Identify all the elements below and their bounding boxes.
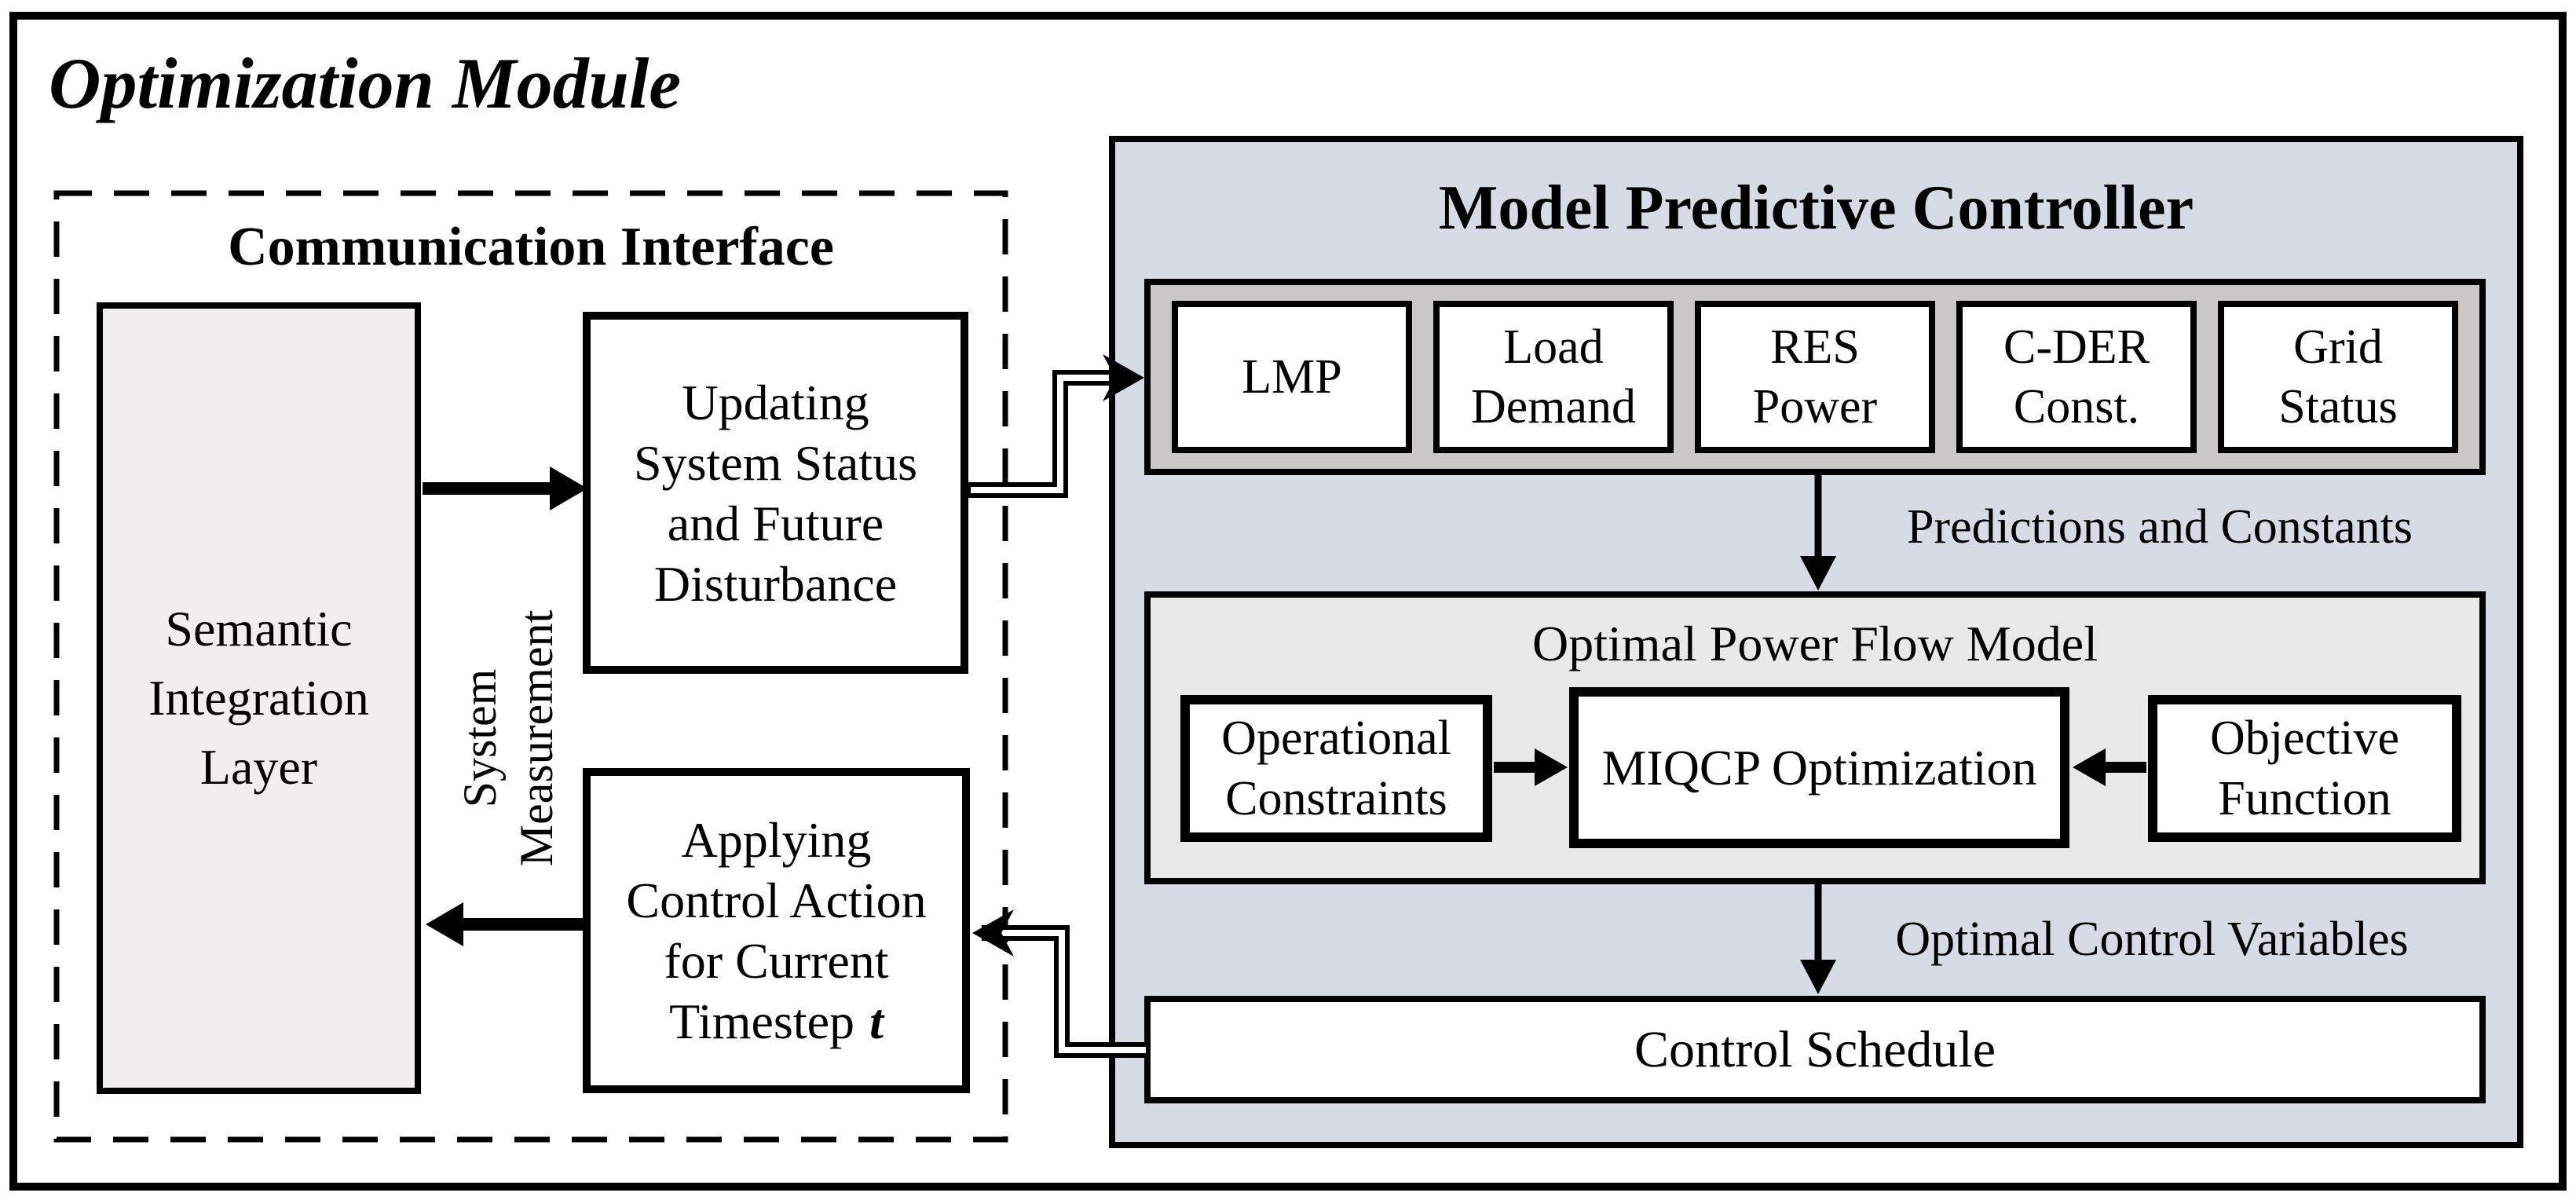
- objective-function-box: Objective Function: [2148, 695, 2461, 842]
- box-line: Timestep t: [669, 991, 884, 1052]
- miqcp-optimization-box: MIQCP Optimization: [1569, 687, 2069, 848]
- updating-system-status-box: Updating System Status and Future Distur…: [583, 312, 968, 674]
- box-line: Grid: [2293, 320, 2383, 374]
- input-box-load-demand: Load Demand: [1433, 301, 1674, 453]
- timestep-text: Timestep: [669, 993, 854, 1049]
- box-line: Load: [1503, 320, 1604, 374]
- optimal-control-variables-label: Optimal Control Variables: [1895, 913, 2409, 966]
- page-title: Optimization Module: [49, 43, 682, 123]
- box-line: C-DER: [2003, 320, 2150, 374]
- box-line: MIQCP Optimization: [1601, 740, 2037, 796]
- label-line: Measurement: [510, 609, 562, 867]
- control-schedule-box: Control Schedule: [1144, 996, 2486, 1103]
- input-box-res-power: RES Power: [1695, 301, 1935, 453]
- box-line: Operational: [1221, 711, 1451, 765]
- box-line: for Current: [664, 933, 889, 989]
- box-line: Layer: [199, 739, 318, 795]
- box-line: Semantic: [165, 601, 353, 657]
- timestep-variable: t: [869, 993, 884, 1049]
- box-line: RES: [1770, 320, 1860, 374]
- box-line: Control Action: [626, 873, 927, 928]
- box-line: Const.: [2013, 380, 2140, 434]
- box-line: Status: [2278, 380, 2398, 434]
- semantic-integration-layer-box: Semantic Integration Layer: [97, 302, 421, 1094]
- mpc-inputs-strip: LMP Load Demand RES Power C-DER Const. G…: [1144, 279, 2486, 475]
- box-line: Control Schedule: [1634, 1020, 1996, 1078]
- box-line: Updating: [682, 374, 869, 430]
- label-line: System: [454, 668, 506, 808]
- box-line: Demand: [1470, 380, 1637, 434]
- box-line: Function: [2218, 771, 2391, 825]
- box-line: Power: [1752, 380, 1878, 434]
- box-line: Constraints: [1225, 771, 1447, 825]
- communication-interface-heading: Communication Interface: [228, 217, 834, 277]
- box-line: Disturbance: [653, 555, 898, 612]
- operational-constraints-box: Operational Constraints: [1180, 695, 1492, 842]
- input-box-grid-status: Grid Status: [2218, 301, 2458, 453]
- system-measurement-label: System Measurement: [449, 518, 567, 958]
- applying-control-action-box: Applying Control Action for Current Time…: [583, 768, 970, 1093]
- box-line: Integration: [148, 670, 369, 726]
- box-line: Applying: [681, 812, 872, 868]
- input-box-lmp: LMP: [1172, 301, 1412, 453]
- box-line: and Future: [667, 495, 884, 551]
- predictions-and-constants-label: Predictions and Constants: [1906, 500, 2413, 554]
- box-line: LMP: [1242, 350, 1342, 404]
- box-line: Objective: [2209, 711, 2399, 765]
- input-box-cder-const: C-DER Const.: [1956, 301, 2197, 453]
- outer-frame: [9, 12, 2567, 1191]
- box-line: System Status: [634, 434, 917, 491]
- mpc-heading: Model Predictive Controller: [1438, 174, 2194, 243]
- opf-heading: Optimal Power Flow Model: [1532, 616, 2098, 671]
